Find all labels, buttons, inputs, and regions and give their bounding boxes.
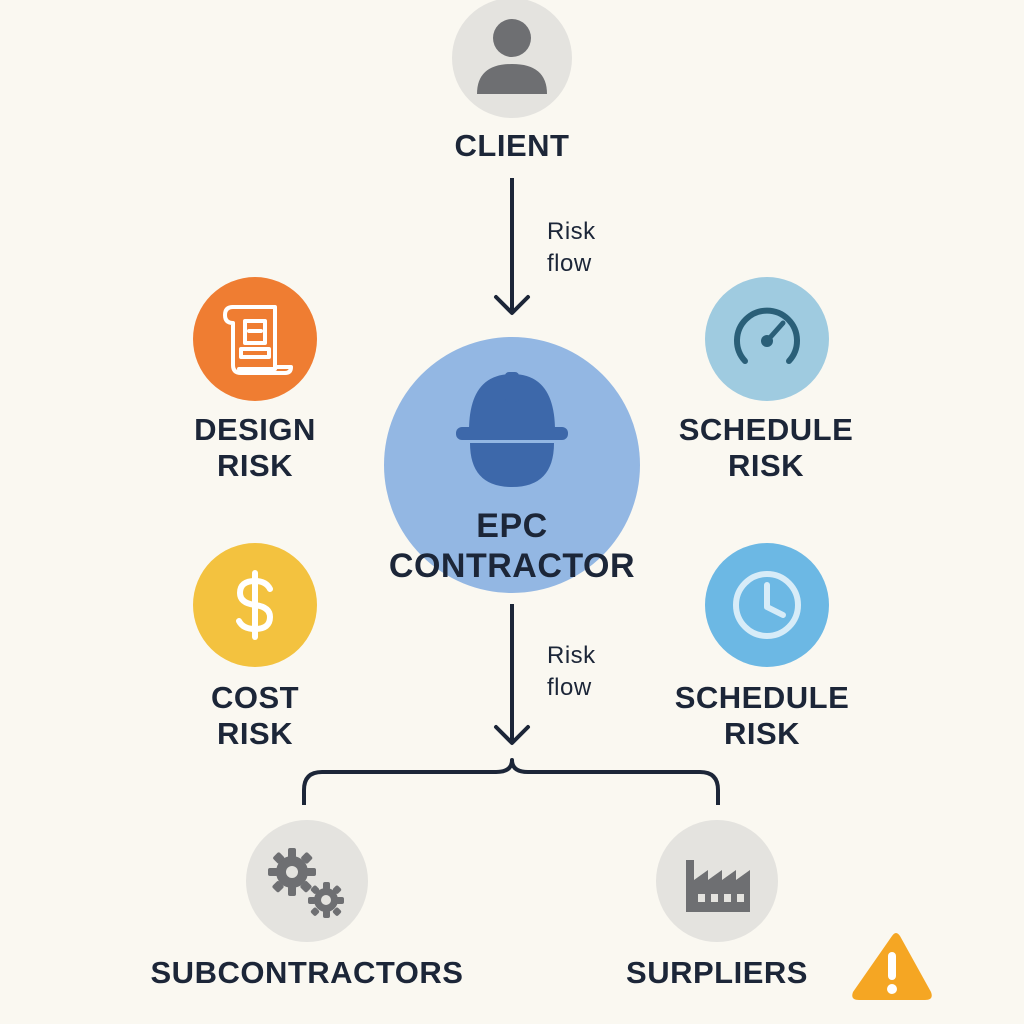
cost-risk-line1: COST bbox=[210, 680, 300, 715]
schedule-risk-top-line2: RISK bbox=[727, 448, 805, 483]
schedule-risk-top-node bbox=[705, 277, 829, 401]
gauge-icon bbox=[734, 307, 800, 364]
risk-flow-label-top: Risk flow bbox=[547, 216, 596, 280]
risk-flow-top-line2: flow bbox=[547, 250, 592, 277]
epc-contractor-line2: CONTRACTOR bbox=[388, 547, 636, 585]
cost-risk-line2: RISK bbox=[216, 716, 294, 751]
schedule-risk-bottom-label: SCHEDULE RISK bbox=[652, 680, 872, 752]
schedule-risk-top-label: SCHEDULE RISK bbox=[656, 412, 876, 484]
hard-hat-icon bbox=[456, 372, 568, 487]
schedule-risk-top-line1: SCHEDULE bbox=[678, 412, 854, 447]
epc-contractor-line1: EPC bbox=[476, 507, 548, 545]
subcontractors-node bbox=[246, 820, 368, 942]
gears-icon bbox=[268, 848, 344, 918]
arrow-contractor-to-parties bbox=[494, 604, 530, 745]
cost-risk-node bbox=[193, 543, 317, 667]
design-risk-line2: RISK bbox=[216, 448, 294, 483]
schedule-risk-bottom-line2: RISK bbox=[723, 716, 801, 751]
risk-flow-bottom-line2: flow bbox=[547, 674, 592, 701]
suppliers-node bbox=[656, 820, 778, 942]
client-label: CLIENT bbox=[454, 128, 570, 163]
design-risk-line1: DESIGN bbox=[194, 412, 316, 447]
blueprint-icon bbox=[223, 305, 293, 375]
schedule-risk-bottom-node bbox=[705, 543, 829, 667]
risk-flow-bottom-line1: Risk bbox=[547, 642, 596, 669]
warning-icon bbox=[852, 933, 932, 1000]
factory-icon bbox=[686, 860, 750, 912]
client-node bbox=[452, 0, 572, 118]
epc-contractor-node bbox=[384, 337, 640, 593]
arrow-client-to-contractor bbox=[494, 178, 530, 315]
design-risk-node bbox=[193, 277, 317, 401]
risk-flow-label-bottom: Risk flow bbox=[547, 640, 596, 704]
epc-contractor-label: EPC CONTRACTOR bbox=[362, 506, 662, 586]
clock-icon bbox=[733, 571, 801, 639]
bracket-connector bbox=[302, 758, 720, 805]
schedule-risk-bottom-line1: SCHEDULE bbox=[674, 680, 850, 715]
dollar-icon bbox=[236, 570, 274, 640]
risk-flow-top-line1: Risk bbox=[547, 218, 596, 245]
cost-risk-label: COST RISK bbox=[155, 680, 355, 752]
suppliers-label: SURPLIERS bbox=[626, 955, 808, 990]
design-risk-label: DESIGN RISK bbox=[155, 412, 355, 484]
subcontractors-label: SUBCONTRACTORS bbox=[150, 955, 464, 990]
person-icon bbox=[477, 19, 547, 94]
